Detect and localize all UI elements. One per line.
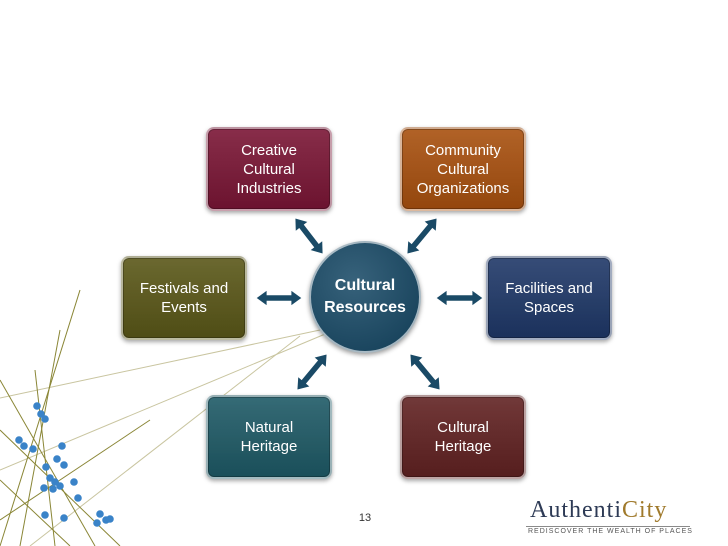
decorative-dot: [60, 514, 68, 522]
cultural-resources-circle: Cultural Resources: [309, 241, 421, 353]
decorative-dot: [56, 482, 64, 490]
arrow-community-to-center: [406, 217, 438, 255]
decorative-line: [19, 329, 61, 546]
arrow-natural-to-center: [296, 353, 328, 391]
decorative-dot: [70, 478, 78, 486]
decorative-dot: [29, 445, 37, 453]
logo-divider: [526, 526, 690, 527]
logo-name-part1: Authenti: [530, 497, 622, 523]
arrow-festivals-to-center: [255, 289, 303, 307]
decorative-dot: [74, 494, 82, 502]
decorative-dot: [33, 402, 41, 410]
decorative-line: [0, 329, 321, 399]
authenticity-logo: AuthentiCity REDISCOVER THE WEALTH OF PL…: [522, 497, 692, 541]
decorative-dot: [40, 484, 48, 492]
decorative-dot: [20, 442, 28, 450]
decorative-dot: [93, 519, 101, 527]
decorative-dot: [106, 515, 114, 523]
decorative-dot: [58, 442, 66, 450]
natural-heritage-box: Natural Heritage: [206, 395, 332, 479]
cultural-heritage-box: Cultural Heritage: [400, 395, 526, 479]
decorative-dot: [53, 455, 61, 463]
decorative-dot: [49, 485, 57, 493]
logo-name-part2: City: [622, 497, 668, 523]
decorative-line: [0, 479, 71, 546]
decorative-dot: [60, 461, 68, 469]
festivals-and-events-box: Festivals and Events: [121, 256, 247, 340]
decorative-dot: [96, 510, 104, 518]
decorative-line: [0, 379, 96, 546]
arrow-facilities-to-center: [435, 289, 484, 307]
arrow-creative-to-center: [294, 217, 324, 255]
decorative-dot: [41, 511, 49, 519]
decorative-dot: [41, 415, 49, 423]
decorative-dot: [42, 463, 50, 471]
creative-cultural-industries-box: Creative Cultural Industries: [206, 127, 332, 211]
logo-wordmark: AuthentiCity: [530, 497, 667, 524]
arrow-cultural-heritage-to-center: [409, 353, 441, 391]
decorative-dot: [15, 436, 23, 444]
facilities-and-spaces-box: Facilities and Spaces: [486, 256, 612, 340]
logo-tagline: REDISCOVER THE WEALTH OF PLACES: [528, 528, 693, 535]
page-number: 13: [358, 512, 372, 524]
community-cultural-organizations-box: Community Cultural Organizations: [400, 127, 526, 211]
